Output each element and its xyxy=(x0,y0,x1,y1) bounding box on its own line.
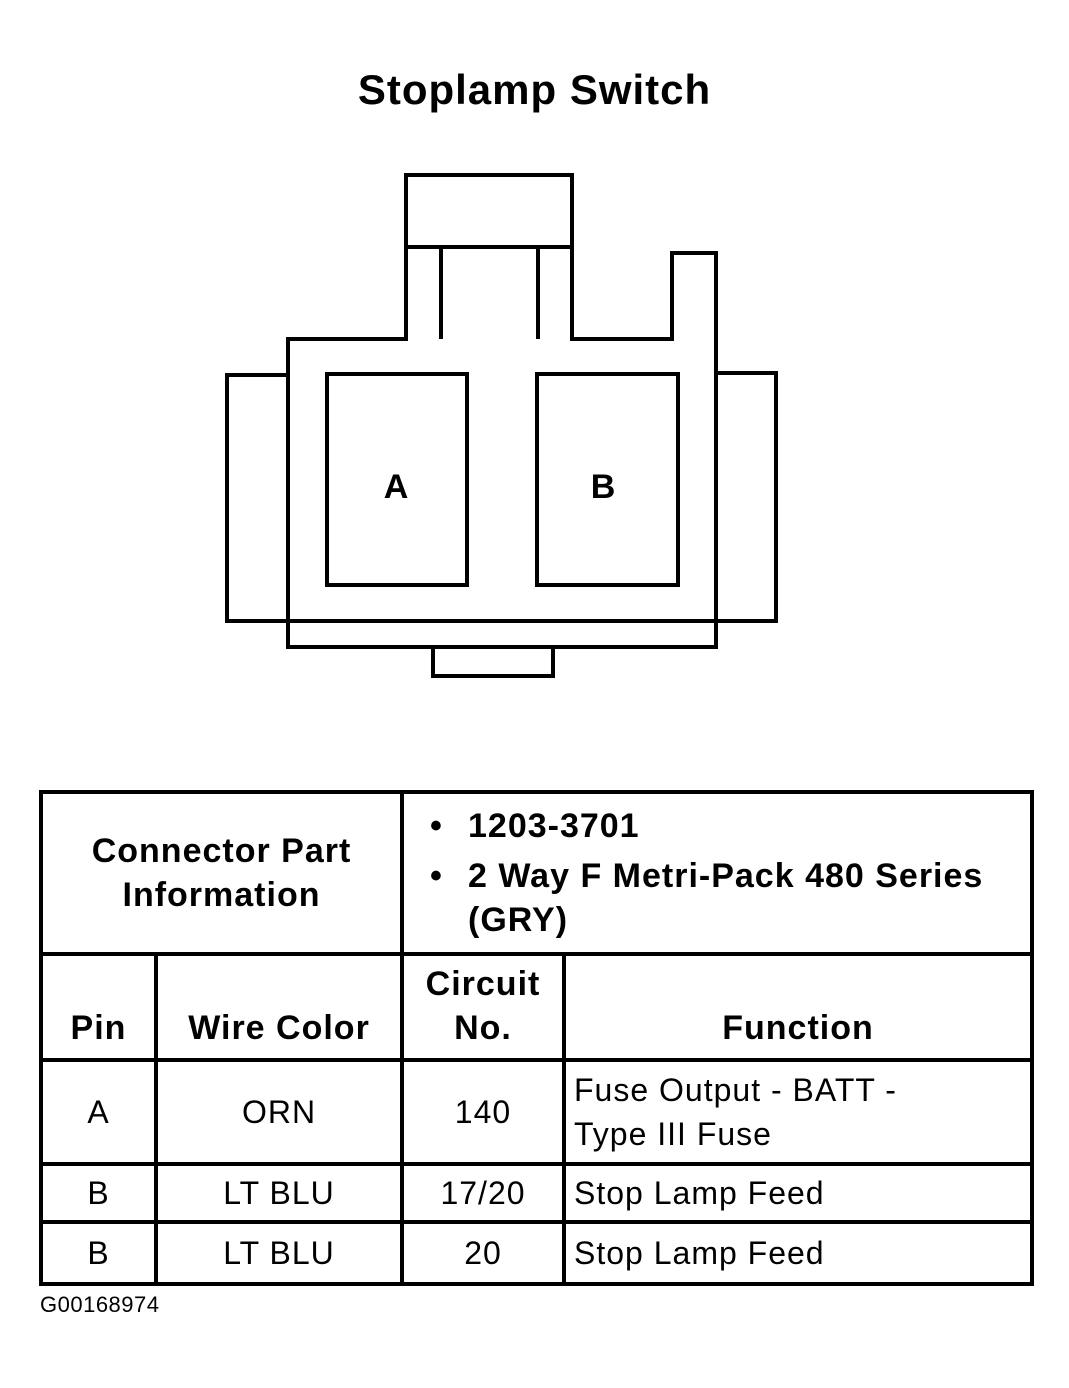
row-pin: A xyxy=(39,1058,158,1166)
cavity-a xyxy=(325,372,469,587)
row-function-line1: Stop Lamp Feed xyxy=(574,1175,825,1211)
part-info-label: Connector Part Information xyxy=(39,790,404,956)
cavity-a-label: A xyxy=(384,468,409,506)
connector-info-table: Connector Part Information 1203-3701 2 W… xyxy=(39,790,1034,1286)
page-title: Stoplamp Switch xyxy=(357,66,712,113)
part-info-values: 1203-3701 2 Way F Metri-Pack 480 Series … xyxy=(400,790,1034,956)
connector-description: 2 Way F Metri-Pack 480 Series (GRY) xyxy=(430,854,1030,942)
part-info-label-line2: Information xyxy=(122,876,321,914)
top-latch xyxy=(404,173,574,249)
header-pin: Pin xyxy=(39,952,158,1062)
left-side-flange xyxy=(225,373,288,623)
table-row: B LT BLU 20 Stop Lamp Feed xyxy=(39,1220,1034,1286)
part-info-label-line1: Connector Part xyxy=(91,832,352,870)
row-function-line1: Stop Lamp Feed xyxy=(574,1235,825,1271)
connector-face-diagram: A B xyxy=(225,173,778,678)
table-row: A ORN 140 Fuse Output - BATT - Type III … xyxy=(39,1058,1034,1166)
row-wire-color: LT BLU xyxy=(154,1220,404,1286)
bottom-tab xyxy=(431,645,555,678)
table-row: B LT BLU 17/20 Stop Lamp Feed xyxy=(39,1162,1034,1224)
row-function: Fuse Output - BATT - Type III Fuse xyxy=(562,1058,1034,1166)
header-circuit-no: Circuit No. xyxy=(400,952,566,1062)
header-wire-color: Wire Color xyxy=(154,952,404,1062)
row-pin: B xyxy=(39,1220,158,1286)
header-row: Pin Wire Color Circuit No. Function xyxy=(39,952,1034,1062)
row-pin: B xyxy=(39,1162,158,1224)
part-info-row: Connector Part Information 1203-3701 2 W… xyxy=(39,790,1034,956)
right-side-flange xyxy=(716,371,778,623)
row-circuit: 17/20 xyxy=(400,1162,566,1224)
part-number: 1203-3701 xyxy=(430,804,1030,848)
row-function: Stop Lamp Feed xyxy=(562,1162,1034,1224)
header-function: Function xyxy=(562,952,1034,1062)
row-wire-color: LT BLU xyxy=(154,1162,404,1224)
row-wire-color: ORN xyxy=(154,1058,404,1166)
header-circuit-line2: No. xyxy=(454,1009,512,1047)
row-function: Stop Lamp Feed xyxy=(562,1220,1034,1286)
row-function-line2: Type III Fuse xyxy=(574,1116,772,1152)
cavity-b xyxy=(535,372,680,587)
cavity-b-label: B xyxy=(591,468,616,506)
row-circuit: 20 xyxy=(400,1220,566,1286)
connector-body-outline xyxy=(286,247,718,649)
header-circuit-line1: Circuit xyxy=(425,965,541,1003)
figure-id: G00168974 xyxy=(40,1292,160,1317)
row-function-line1: Fuse Output - BATT - xyxy=(574,1072,897,1108)
row-circuit: 140 xyxy=(400,1058,566,1166)
